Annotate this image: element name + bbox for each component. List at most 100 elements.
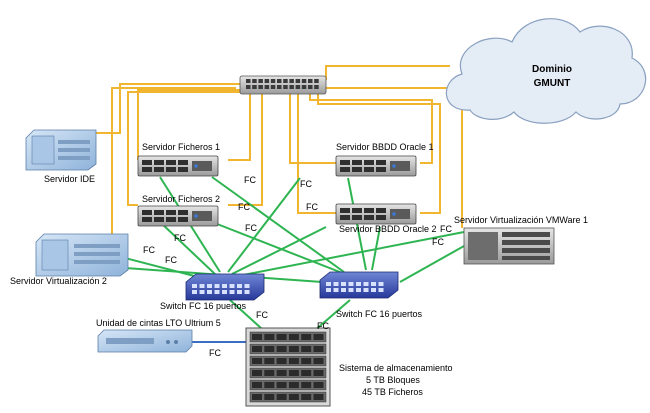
- cloud-label-line1: Dominio: [532, 64, 572, 75]
- drive-bay: [166, 210, 176, 215]
- disk-slot: [252, 394, 262, 400]
- ethernet-link: [127, 91, 240, 206]
- disk-slot: [276, 334, 287, 340]
- tape-drive-icon: [97, 329, 193, 353]
- switch-port: [333, 282, 339, 286]
- disk-slot: [301, 358, 312, 364]
- switch-port: [356, 288, 361, 292]
- drive-bay: [340, 208, 350, 213]
- fc-link: [159, 221, 217, 276]
- switch-port: [301, 85, 307, 89]
- drive-bay: [340, 215, 350, 220]
- switch-port: [214, 290, 220, 294]
- fc-label: FC: [317, 321, 329, 331]
- label-servidor-bbdd-oracle-2: Servidor BBDD Oracle 2: [339, 224, 437, 234]
- drive-bay: [178, 160, 188, 165]
- front-panel: [390, 209, 410, 219]
- drive-bay: [142, 167, 152, 172]
- disk-slot: [264, 334, 275, 340]
- ethernet-link: [137, 89, 244, 160]
- switch-port: [341, 282, 346, 286]
- storage-shelf: [249, 391, 327, 403]
- storage-shelf: [249, 367, 327, 379]
- disk-slot: [301, 334, 312, 340]
- fc-label: FC: [256, 310, 268, 320]
- drive-bay: [142, 210, 152, 215]
- rack-server-icon: [137, 155, 219, 177]
- ethernet-link: [289, 94, 336, 164]
- fc-link: [231, 226, 327, 275]
- disk-slot: [264, 370, 275, 376]
- front-panel: [192, 211, 212, 221]
- disk-slot: [288, 358, 299, 364]
- switch-port: [289, 85, 294, 89]
- switch-port: [289, 79, 294, 83]
- ethernet-switch-icon: [239, 75, 327, 95]
- disk-slot: [276, 394, 287, 400]
- disk-slot: [301, 346, 312, 352]
- tower-server-icon: [463, 227, 555, 265]
- fc-label: FC: [143, 245, 155, 255]
- tower-server-icon: [35, 233, 129, 277]
- disk-slot: [288, 346, 299, 352]
- switch-port: [258, 85, 263, 89]
- rack-server-icon: [335, 203, 417, 225]
- status-led: [194, 164, 198, 168]
- drive-bay: [340, 160, 350, 165]
- disk-slot: [252, 382, 262, 388]
- switch-port: [341, 288, 346, 292]
- switch-port: [214, 284, 220, 288]
- disk-slot: [313, 334, 324, 340]
- drive-bay: [352, 160, 362, 165]
- switch-port: [264, 79, 270, 83]
- fc-label: FC: [165, 255, 177, 265]
- disk-slot: [301, 394, 312, 400]
- storage-shelf: [249, 343, 327, 355]
- drive-bay: [166, 160, 176, 165]
- drive-bay: [364, 208, 374, 213]
- storage-array-icon: [245, 327, 331, 407]
- disk-slot: [301, 370, 312, 376]
- fc-link: [211, 176, 345, 273]
- switch-port: [237, 290, 242, 294]
- label-servidor-ficheros-1: Servidor Ficheros 1: [142, 142, 220, 152]
- ethernet-link: [95, 83, 244, 134]
- switch-port: [270, 79, 276, 83]
- switch-port: [348, 282, 354, 286]
- switch-port: [348, 288, 354, 292]
- disk-slot: [313, 346, 324, 352]
- ethernet-link: [317, 94, 441, 214]
- rack-server-icon: [335, 155, 417, 177]
- switch-port: [314, 79, 319, 83]
- fc-link: [227, 177, 301, 273]
- switch-port: [308, 79, 313, 83]
- label-servidor-bbdd-oracle-1: Servidor BBDD Oracle 1: [336, 142, 434, 152]
- fc-link: [399, 245, 465, 283]
- switch-port: [326, 288, 331, 292]
- status-led: [194, 214, 198, 218]
- fc-link: [124, 257, 203, 279]
- switch-port: [252, 79, 257, 83]
- storage-shelf: [249, 379, 327, 391]
- ethernet-link: [297, 94, 336, 214]
- label-storage-title: Sistema de almacenamiento: [339, 363, 453, 373]
- disk-slot: [288, 334, 299, 340]
- switch-port: [314, 85, 319, 89]
- switch-port: [244, 290, 250, 294]
- fc-switch-icon: [319, 271, 399, 299]
- disk-slot: [264, 346, 275, 352]
- switch-port: [295, 85, 301, 89]
- switch-port: [378, 288, 384, 292]
- storage-shelf: [249, 355, 327, 367]
- drive-bay: [376, 215, 386, 220]
- switch-port: [199, 284, 205, 288]
- switch-port: [244, 284, 250, 288]
- switch-port: [199, 290, 205, 294]
- drive-bay: [376, 167, 386, 172]
- switch-port: [283, 85, 288, 89]
- disk-slot: [252, 334, 262, 340]
- fc-link: [237, 231, 465, 277]
- drive-bay: [352, 215, 362, 220]
- switch-port: [371, 288, 376, 292]
